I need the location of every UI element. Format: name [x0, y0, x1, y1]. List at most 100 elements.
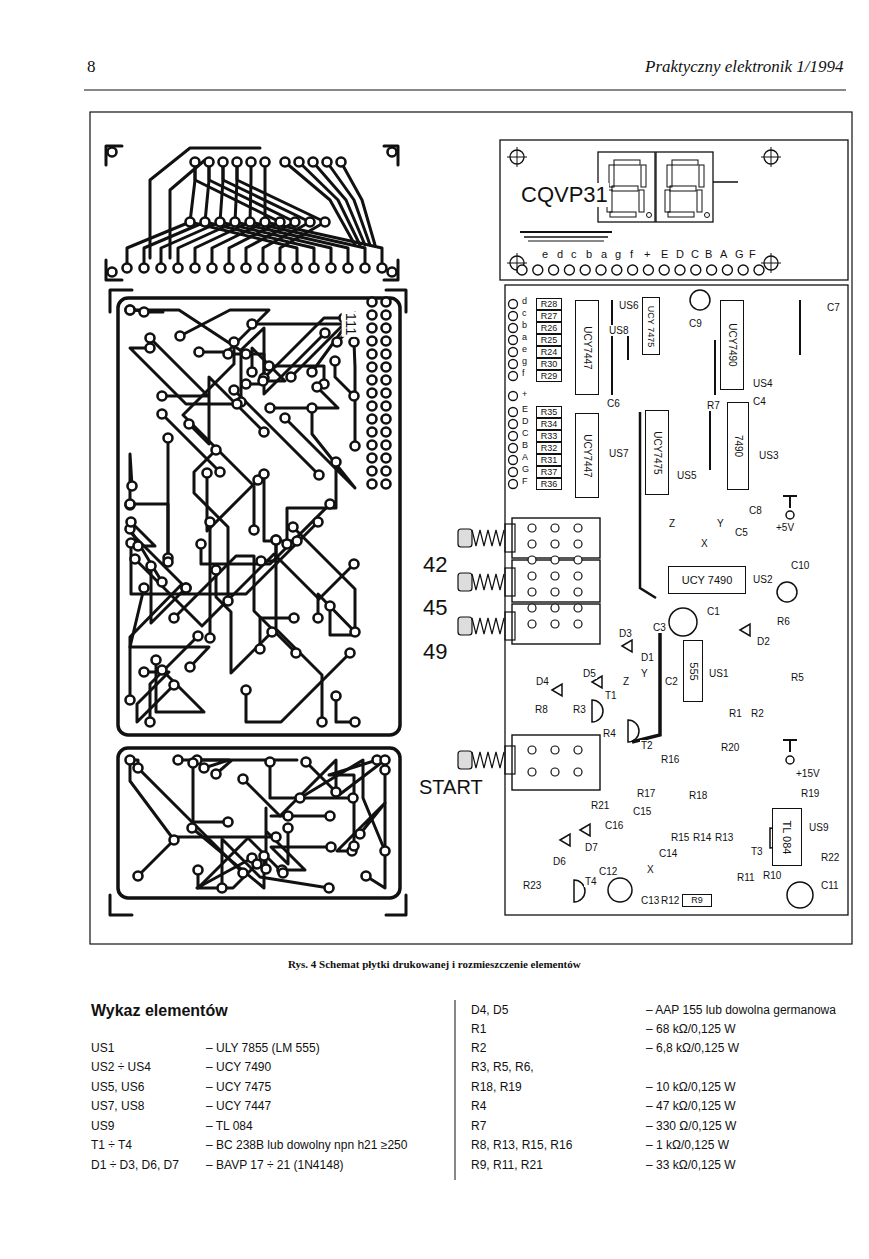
component-label: US2 [752, 574, 773, 585]
pin-letter: a [600, 248, 608, 260]
part-name: R27 [541, 312, 558, 321]
board-rect [699, 165, 704, 187]
board-circle [146, 718, 155, 727]
pin-letter: D [521, 417, 530, 427]
board-line [709, 410, 711, 470]
part-name: R31 [541, 456, 558, 465]
board-circle [368, 298, 377, 307]
board-circle [182, 584, 191, 593]
board-circle [690, 290, 710, 310]
board-circle [574, 604, 582, 612]
component-label: Y [716, 518, 725, 529]
board-circle [302, 758, 311, 767]
resistor-box: R31 [536, 454, 562, 466]
board-circle [186, 218, 195, 227]
ic-package: UCY7475 [645, 410, 669, 495]
board-line [783, 495, 797, 497]
board-circle [509, 456, 518, 465]
board-circle [382, 350, 391, 359]
part-ref: R4 [470, 1100, 487, 1113]
board-circle [647, 213, 652, 218]
board-circle [170, 681, 179, 690]
board-polyline [131, 522, 318, 594]
board-circle [293, 537, 302, 546]
component-label: C1 [706, 606, 721, 617]
board-circle [528, 768, 536, 776]
board-circle [108, 148, 117, 157]
board-circle [786, 756, 794, 764]
board-circle [126, 756, 135, 765]
part-value: – UCY 7475 [205, 1081, 272, 1094]
component-label: R18 [688, 790, 708, 801]
board-circle [382, 441, 391, 450]
board-circle [368, 363, 377, 372]
board-path [580, 824, 590, 836]
board-circle [140, 308, 149, 317]
part-name: R29 [541, 372, 558, 381]
board-circle [368, 415, 377, 424]
part-name: R37 [541, 468, 558, 477]
part-name: UCY7447 [582, 326, 592, 369]
resistor-box: R37 [536, 466, 562, 478]
resistor-box: R30 [536, 358, 562, 370]
component-label: T3 [750, 846, 764, 857]
board-circle [509, 432, 518, 441]
board-circle [350, 842, 359, 851]
pin-letter: c [521, 309, 528, 319]
component-label: R1 [728, 708, 743, 719]
pin-letter: c [570, 248, 578, 260]
board-circle [509, 300, 518, 309]
pin-letter: G [734, 248, 745, 260]
board-circle [509, 324, 518, 333]
part-value: – AAP 155 lub dowolna germanowa [645, 1004, 837, 1017]
board-g [608, 290, 813, 908]
board-polyline [193, 763, 228, 822]
part-name: R34 [541, 420, 558, 429]
board-circle [332, 458, 341, 467]
board-circle [368, 441, 377, 450]
component-label: Z [622, 676, 630, 687]
part-name: R9 [691, 896, 703, 905]
board-circle [224, 597, 233, 606]
board-circle [295, 158, 304, 167]
board-line [789, 740, 791, 752]
pin-letter: d [521, 297, 528, 307]
resistor-box: R33 [536, 430, 562, 442]
board-circle [266, 758, 275, 767]
component-label: R2 [750, 708, 765, 719]
board-circle [266, 404, 275, 413]
board-circle [628, 265, 638, 275]
board-circle [242, 686, 251, 695]
part-value: – 6,8 kΩ/0,125 W [645, 1042, 740, 1055]
board-polyline [130, 348, 237, 404]
component-label: R23 [522, 880, 542, 891]
board-polyline [243, 760, 336, 816]
component-label: T2 [640, 740, 654, 751]
pin-letter: E [660, 248, 669, 260]
part-ref: R8, R13, R15, R16 [470, 1139, 573, 1152]
board-polyline [287, 462, 336, 544]
component-label: R22 [820, 852, 840, 863]
board-circle [327, 843, 336, 852]
part-name: R33 [541, 432, 558, 441]
board-circle [318, 718, 327, 727]
component-label: R8 [534, 704, 549, 715]
board-polyline [271, 815, 330, 818]
board-circle [326, 812, 335, 821]
component-label: C12 [598, 866, 618, 877]
board-circle [126, 696, 135, 705]
board-circle [188, 824, 197, 833]
board-circle [528, 604, 536, 612]
board-polyline [198, 838, 283, 888]
board-circle [242, 350, 251, 359]
board-rect [118, 748, 400, 898]
board-circle [239, 775, 248, 784]
board-polyline [384, 146, 398, 165]
part-value: – BAVP 17 ÷ 21 (1N4148) [205, 1159, 345, 1172]
board-circle [253, 860, 262, 869]
board-circle [248, 368, 257, 377]
board-rect [512, 735, 600, 790]
board-circle [134, 542, 143, 551]
component-label: R6 [776, 616, 791, 627]
pin-letter: f [521, 369, 526, 379]
